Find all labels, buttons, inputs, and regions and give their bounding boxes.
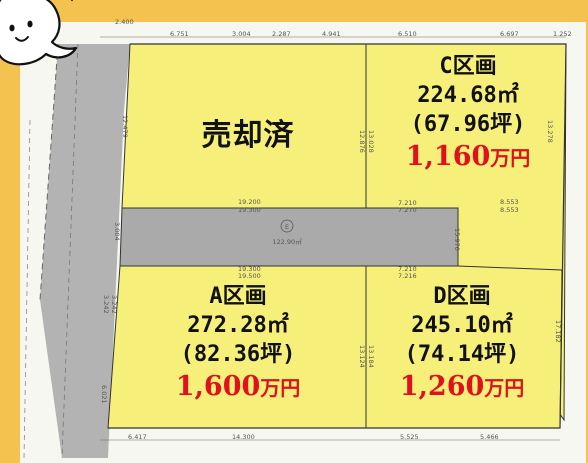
dim-top-5: 6.697 — [500, 30, 519, 38]
road-e-marker — [280, 219, 294, 233]
dim-top-left: 2.400 — [115, 18, 134, 26]
dim-road-4: 7.210 — [398, 199, 417, 207]
lot-c-price-value: 1,160 — [405, 141, 491, 173]
site-boundary — [108, 43, 567, 429]
dim-vert-1: 13.028 — [367, 130, 375, 153]
lot-d-tsubo: (74.14坪) — [404, 342, 520, 368]
dim-road-2: 19.300 — [238, 265, 261, 273]
lot-c-price: 1,160万円 — [382, 139, 554, 175]
dim-vert-5: 13.184 — [367, 345, 375, 368]
lot-a-price: 1,600万円 — [148, 369, 328, 405]
lot-d-price: 1,260万円 — [372, 369, 552, 405]
lot-d-name: D区画 — [433, 284, 491, 309]
dim-road-5: 7.270 — [398, 206, 417, 214]
mascot-ghost-icon — [0, 0, 78, 66]
lot-a-price-unit: 万円 — [260, 376, 301, 401]
dim-bottom-0: 6.417 — [128, 433, 147, 441]
lot-d-price-value: 1,260 — [399, 371, 485, 403]
dim-vert-4: 13.124 — [358, 345, 366, 368]
dim-road-1: 19.300 — [238, 206, 261, 214]
lot-d-price-unit: 万円 — [484, 376, 525, 401]
adjacent-road-strip — [40, 44, 130, 458]
dim-top-4: 6.510 — [398, 30, 417, 38]
dim-top-0: 6.751 — [170, 30, 189, 38]
dim-vert-3: 15.976 — [453, 228, 461, 251]
dim-vert-6: 17.182 — [554, 320, 562, 343]
dim-road-0: 19.200 — [238, 198, 261, 206]
lot-a-info: A区画 272.28㎡ (82.36坪) 1,600万円 — [148, 282, 328, 405]
dim-road-3: 19.500 — [238, 272, 261, 280]
dim-bottom-2: 5.525 — [400, 433, 419, 441]
dim-top-3: 4.941 — [322, 30, 341, 38]
lot-c-tsubo: (67.96坪) — [410, 112, 526, 138]
dim-road-6: 7.210 — [398, 265, 417, 273]
dim-top-6: 1.252 — [553, 30, 572, 38]
dim-road-7: 7.216 — [398, 272, 417, 280]
dim-top-1: 3.004 — [232, 30, 251, 38]
dim-top-2: 2.287 — [272, 30, 291, 38]
dim-vert-11: 3.004 — [113, 222, 121, 241]
road-e-area: 122.90㎡ — [272, 237, 302, 246]
sold-label: 売却済 — [201, 118, 295, 153]
dim-road-8: 8.553 — [500, 198, 519, 206]
lot-a-area: 272.28㎡ — [187, 313, 289, 339]
dim-vert-8: 3.242 — [102, 295, 110, 314]
lot-a-price-value: 1,600 — [175, 371, 261, 403]
lot-c-name: C区画 — [439, 54, 497, 79]
lot-a-name: A区画 — [209, 284, 267, 309]
road-e-label: E — [285, 223, 289, 231]
dim-vert-0: 12.876 — [358, 130, 366, 153]
dim-road-9: 8.553 — [500, 206, 519, 214]
dim-vert-2: 13.278 — [546, 120, 554, 143]
road-e[interactable] — [119, 207, 459, 267]
dim-bottom-3: 5.466 — [480, 433, 499, 441]
dim-bottom-1: 14.300 — [232, 433, 255, 441]
lot-c-price-unit: 万円 — [490, 146, 531, 171]
lot-d-area: 245.10㎡ — [411, 313, 513, 339]
dim-vert-10: 12.479 — [121, 115, 129, 138]
lot-a-tsubo: (82.36坪) — [180, 342, 296, 368]
dim-vert-9: 6.021 — [100, 385, 108, 404]
lot-c-info: C区画 224.68㎡ (67.96坪) 1,160万円 — [382, 52, 554, 175]
lot-d-info: D区画 245.10㎡ (74.14坪) 1,260万円 — [372, 282, 552, 405]
dim-vert-7: 3.242 — [110, 295, 118, 314]
lot-c-area: 224.68㎡ — [417, 83, 519, 109]
